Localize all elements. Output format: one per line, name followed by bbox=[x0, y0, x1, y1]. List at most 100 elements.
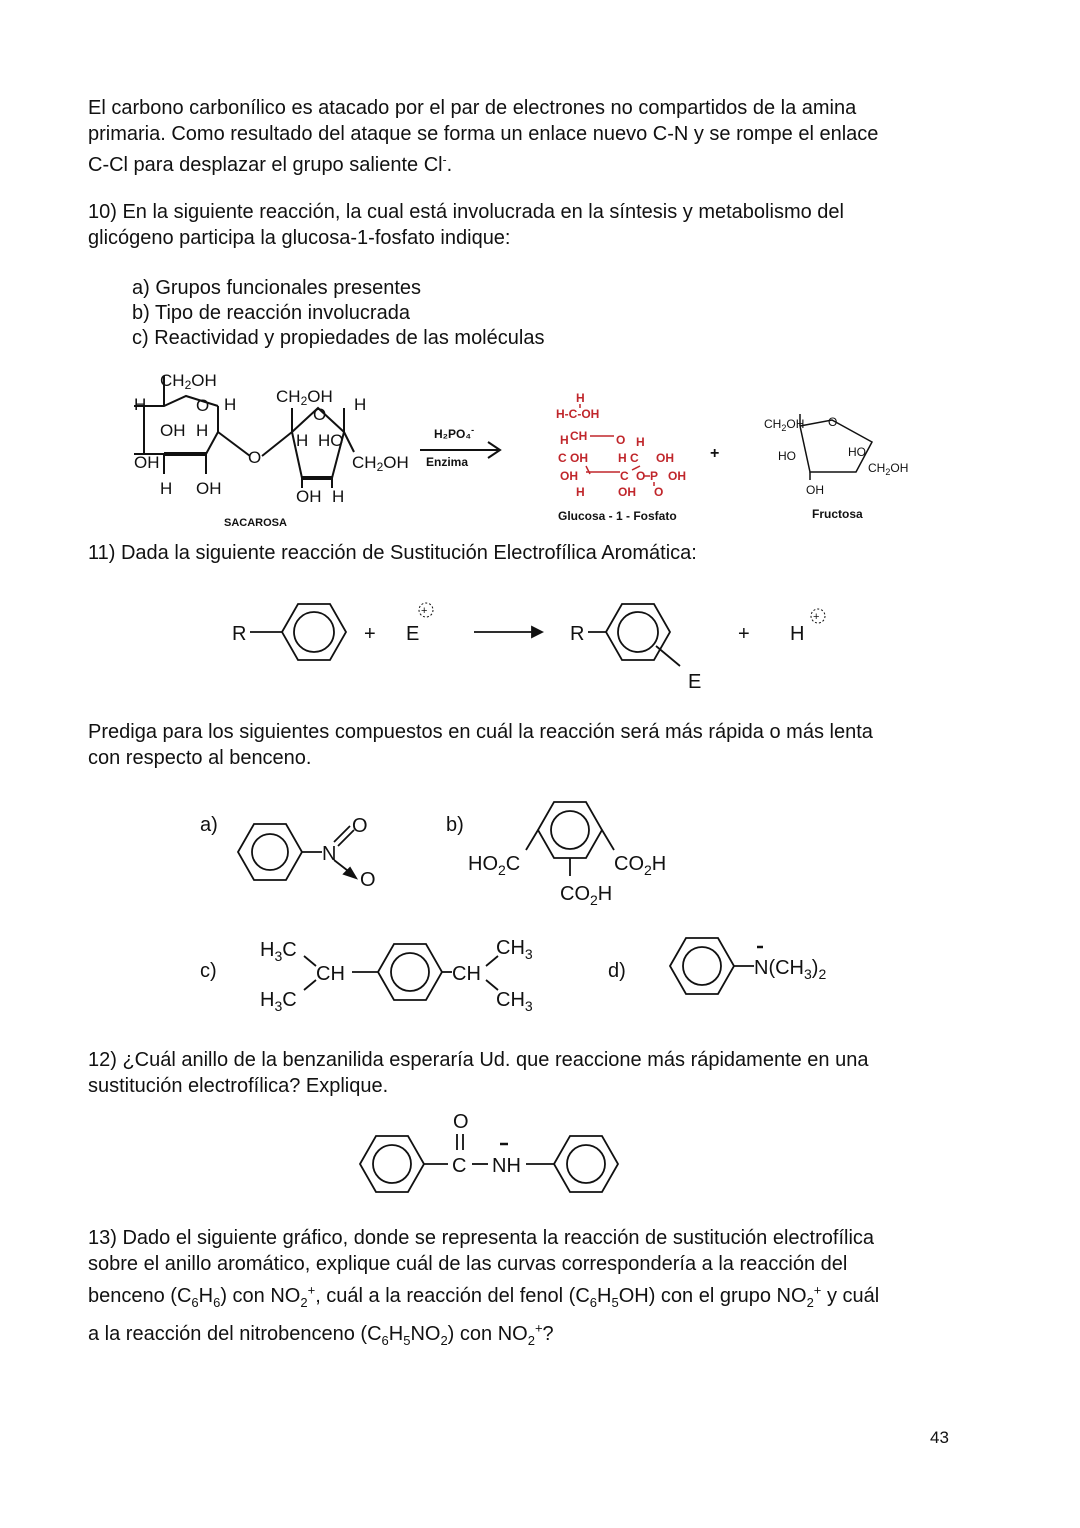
svg-text:+: + bbox=[813, 611, 819, 623]
intro-line-1: El carbono carbonílico es atacado por el… bbox=[88, 97, 857, 119]
svg-text:O: O bbox=[248, 448, 261, 467]
svg-text:H3C: H3C bbox=[260, 989, 297, 1014]
q12-line-2: sustitución electrofílica? Explique. bbox=[88, 1074, 389, 1097]
benzanilide-structure: O C NH bbox=[358, 1111, 620, 1193]
svg-text:C: C bbox=[620, 469, 629, 483]
svg-text:C: C bbox=[630, 451, 639, 465]
r-group: R bbox=[232, 623, 246, 645]
plus-1: + bbox=[364, 623, 376, 645]
svg-text:CH: CH bbox=[570, 429, 587, 443]
fructosa-label: Fructosa bbox=[812, 507, 863, 521]
q11-prompt-line-2: con respecto al benceno. bbox=[88, 746, 312, 769]
plus-sign: + bbox=[710, 445, 719, 462]
q13-statement: 13) Dado el siguiente gráfico, donde se … bbox=[88, 1226, 952, 1353]
svg-text:CH: CH bbox=[316, 963, 345, 985]
compounds-structures: N O O HO2C CO2H CO2H H3C CH H3C CH CH3 C… bbox=[236, 801, 826, 1014]
svg-text:CH3: CH3 bbox=[496, 937, 533, 962]
svg-text:CH: CH bbox=[452, 963, 481, 985]
svg-text:OH: OH bbox=[160, 421, 186, 440]
plus-2: + bbox=[738, 623, 750, 645]
q10-line-2: glicógeno participa la glucosa-1-fosfato… bbox=[88, 226, 511, 249]
compound-d-label: d) bbox=[608, 960, 626, 982]
svg-text:H: H bbox=[296, 431, 308, 450]
svg-text:CH2OH: CH2OH bbox=[764, 417, 804, 433]
svg-text:HO2C: HO2C bbox=[468, 853, 520, 878]
compound-b-label: b) bbox=[446, 814, 464, 836]
q10-item-c: c) Reactividad y propiedades de las molé… bbox=[132, 327, 545, 349]
svg-text:+: + bbox=[421, 605, 427, 617]
svg-text:OH: OH bbox=[134, 453, 160, 472]
svg-text:H: H bbox=[196, 421, 208, 440]
svg-text:OH: OH bbox=[668, 469, 686, 483]
svg-text:HO: HO bbox=[318, 431, 344, 450]
intro-paragraph: El carbono carbonílico es atacado por el… bbox=[88, 96, 952, 178]
svg-text:CH2OH: CH2OH bbox=[276, 387, 333, 408]
eas-general-reaction: R + E + R E + H + bbox=[232, 602, 826, 693]
q13-line-2: sobre el anillo aromático, explique cuál… bbox=[88, 1252, 848, 1275]
svg-text:HO: HO bbox=[848, 445, 866, 459]
svg-text:O: O bbox=[313, 405, 326, 424]
electrophile: E bbox=[406, 623, 419, 645]
q10-statement: 10) En la siguiente reacción, la cual es… bbox=[88, 200, 952, 251]
svg-text:CH2OH: CH2OH bbox=[352, 453, 409, 474]
intro-line-3: C-Cl para desplazar el grupo saliente Cl… bbox=[88, 152, 453, 176]
svg-text:H: H bbox=[576, 485, 585, 499]
svg-text:NH: NH bbox=[492, 1155, 521, 1177]
svg-text:C OH: C OH bbox=[558, 451, 588, 465]
svg-text:H3C: H3C bbox=[260, 939, 297, 964]
svg-text:H: H bbox=[224, 395, 236, 414]
svg-text:O: O bbox=[616, 433, 625, 447]
svg-text:O: O bbox=[453, 1111, 469, 1133]
svg-text:O: O bbox=[352, 815, 368, 837]
svg-text:O: O bbox=[636, 469, 645, 483]
r-group-product: R bbox=[570, 623, 584, 645]
compound-a-label: a) bbox=[200, 814, 218, 836]
svg-text:O: O bbox=[654, 485, 663, 499]
intro-line-2: primaria. Como resultado del ataque se f… bbox=[88, 122, 879, 145]
svg-text:C: C bbox=[452, 1155, 466, 1177]
sucrose-reaction-scheme: CH2OH H O H OH H OH H OH O CH2OH O H H H… bbox=[134, 371, 908, 529]
svg-text:OH: OH bbox=[296, 487, 322, 506]
svg-text:HO: HO bbox=[778, 449, 796, 463]
svg-text:O: O bbox=[828, 415, 837, 429]
compound-c-label: c) bbox=[200, 960, 217, 982]
svg-text:OH: OH bbox=[618, 485, 636, 499]
svg-text:H: H bbox=[618, 451, 627, 465]
q10-item-b: b) Tipo de reacción involucrada bbox=[132, 302, 410, 324]
svg-text:H: H bbox=[354, 395, 366, 414]
svg-text:H: H bbox=[160, 479, 172, 498]
sacarosa-label: SACAROSA bbox=[224, 517, 287, 529]
svg-text:OH: OH bbox=[656, 451, 674, 465]
svg-text:O: O bbox=[196, 396, 209, 415]
svg-text:H: H bbox=[134, 395, 146, 414]
svg-text:OH: OH bbox=[560, 469, 578, 483]
svg-text:CH3: CH3 bbox=[496, 989, 533, 1014]
svg-text:H: H bbox=[576, 391, 585, 405]
q12-statement: 12) ¿Cuál anillo de la benzanilida esper… bbox=[88, 1048, 952, 1099]
svg-text:O: O bbox=[360, 869, 376, 891]
svg-text:N: N bbox=[322, 843, 336, 865]
svg-text:CO2H: CO2H bbox=[614, 853, 666, 878]
svg-text:N(CH3)2: N(CH3)2 bbox=[754, 957, 826, 982]
svg-text:CH2OH: CH2OH bbox=[868, 461, 908, 477]
q12-line-1: 12) ¿Cuál anillo de la benzanilida esper… bbox=[88, 1049, 869, 1071]
svg-text:H: H bbox=[560, 433, 569, 447]
svg-text:CO2H: CO2H bbox=[560, 883, 612, 908]
glucosa-label: Glucosa - 1 - Fosfato bbox=[558, 509, 677, 523]
svg-text:H: H bbox=[332, 487, 344, 506]
q10-item-a: a) Grupos funcionales presentes bbox=[132, 277, 422, 299]
electrophile-product: E bbox=[688, 671, 701, 693]
svg-text:CH2OH: CH2OH bbox=[160, 371, 217, 392]
q11-title: 11) Dada la siguiente reacción de Sustit… bbox=[88, 542, 697, 564]
proton: H bbox=[790, 623, 804, 645]
q11-prompt: Prediga para los siguientes compuestos e… bbox=[88, 720, 952, 771]
reagent-label: H₂PO₄- bbox=[434, 425, 474, 441]
q11-prompt-line-1: Prediga para los siguientes compuestos e… bbox=[88, 721, 873, 743]
q13-line-4: a la reacción del nitrobenceno (C6H5NO2)… bbox=[88, 1320, 554, 1348]
svg-text:H: H bbox=[636, 435, 645, 449]
svg-text:H-C-OH: H-C-OH bbox=[556, 407, 599, 421]
svg-text:OH: OH bbox=[806, 483, 824, 497]
svg-text:OH: OH bbox=[196, 479, 222, 498]
q10-line-1: 10) En la siguiente reacción, la cual es… bbox=[88, 201, 844, 223]
catalyst-label: Enzima bbox=[426, 455, 468, 469]
